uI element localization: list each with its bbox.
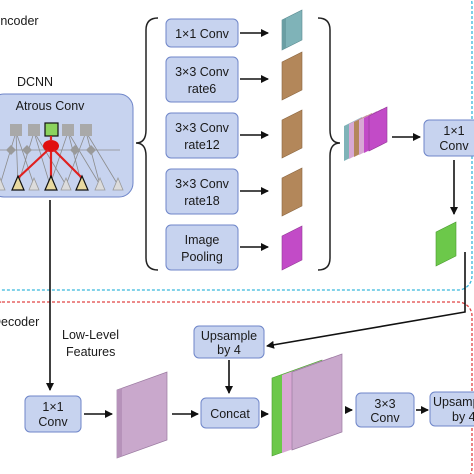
fuse-conv-sublabel: Conv — [439, 139, 469, 153]
low-level-feature — [116, 371, 168, 459]
feature-magenta — [281, 225, 303, 271]
branch-label: Image — [185, 233, 220, 247]
upsample-end-label: Upsample — [433, 395, 474, 409]
decoder-border — [0, 301, 473, 474]
branch-sublabel: Pooling — [181, 250, 223, 264]
upsample-end-box: Upsample by 4 — [429, 391, 474, 427]
green-to-upsample-arrow — [266, 252, 466, 349]
low-level-label: Low-Level — [62, 328, 119, 342]
atrous-conv-icon — [0, 122, 124, 191]
concat-box: Concat — [200, 397, 260, 429]
encoder-title: Encoder — [0, 14, 39, 28]
branch-image-pooling: Image Pooling — [165, 224, 239, 271]
branch-label: 3×3 Conv — [175, 65, 230, 79]
low-level-sublabel: Features — [66, 345, 115, 359]
fuse-conv-box: 1×1 Conv — [423, 119, 474, 157]
branch-sublabel: rate12 — [184, 138, 219, 152]
right-brace — [317, 17, 341, 271]
branch-label: 1×1 Conv — [175, 27, 230, 41]
encoder-output-feature — [435, 221, 457, 267]
feature-brown-rate6 — [281, 51, 303, 101]
feature-brown-rate12 — [281, 109, 303, 159]
decoder-concat-feature — [271, 353, 343, 457]
branch-label: 3×3 Conv — [175, 177, 230, 191]
branch-rate6: 3×3 Conv rate6 — [165, 56, 239, 103]
low-conv-sublabel: Conv — [38, 415, 68, 429]
decoder-title: Decoder — [0, 315, 39, 329]
branch-1x1-conv: 1×1 Conv — [165, 18, 239, 48]
branch-label: 3×3 Conv — [175, 121, 230, 135]
low-conv-box: 1×1 Conv — [24, 395, 82, 433]
stacked-feature — [344, 106, 388, 161]
left-brace — [135, 17, 159, 271]
conv3-label: 3×3 — [374, 397, 395, 411]
low-conv-label: 1×1 — [42, 400, 63, 414]
upsample-label: Upsample — [201, 329, 257, 343]
branch-rate12: 3×3 Conv rate12 — [165, 112, 239, 159]
conv3-box: 3×3 Conv — [355, 392, 415, 428]
concat-label: Concat — [210, 407, 250, 421]
feature-brown-rate18 — [281, 167, 303, 217]
upsample-end-sublabel: by 4 — [452, 410, 474, 424]
branch-rate18: 3×3 Conv rate18 — [165, 168, 239, 215]
branch-sublabel: rate6 — [188, 82, 217, 96]
fuse-conv-label: 1×1 — [443, 124, 464, 138]
feature-teal — [281, 9, 303, 51]
atrous-conv-label: Atrous Conv — [16, 99, 86, 113]
branch-sublabel: rate18 — [184, 194, 219, 208]
conv3-sublabel: Conv — [370, 411, 400, 425]
upsample-top-box: Upsample by 4 — [193, 325, 265, 359]
dcnn-label: DCNN — [17, 75, 53, 89]
upsample-sublabel: by 4 — [217, 343, 241, 357]
atrous-conv-box — [0, 93, 134, 198]
